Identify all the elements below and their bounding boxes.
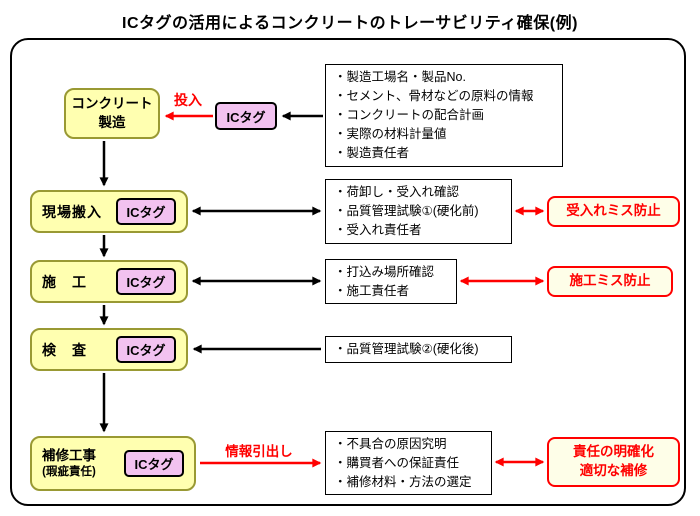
info-line: ・コンクリートの配合計画: [334, 108, 485, 122]
info-box-construction: ・打込み場所確認 ・施工責任者: [325, 259, 457, 304]
info-line: ・購買者への保証責任: [334, 455, 460, 470]
stage-label: 補修工事: [42, 447, 96, 463]
info-line: ・品質管理試験②(硬化後): [334, 342, 479, 356]
stage-label: 現場搬入: [42, 203, 102, 220]
info-line: ・製造工場名・製品No.: [334, 70, 466, 84]
info-line: ・施工責任者: [334, 283, 410, 298]
info-line: ・荷卸し・受入れ確認: [334, 185, 460, 199]
stage-inspection: 検 査 ICタグ: [30, 328, 188, 371]
info-line: ・打込み場所確認: [334, 264, 435, 279]
info-line: ・実際の材料計量値: [334, 127, 447, 141]
stage-site-delivery: 現場搬入 ICタグ: [30, 190, 188, 233]
diagram-title: ICタグの活用によるコンクリートのトレーサビリティ確保(例): [122, 15, 578, 32]
ic-tag-chip: ICタグ: [116, 198, 176, 225]
stage-label: コンクリート: [71, 96, 153, 112]
info-box-repair: ・不具合の原因究明 ・購買者への保証責任 ・補修材料・方法の選定: [325, 431, 492, 495]
info-box-manufacturing: ・製造工場名・製品No. ・セメント、骨材などの原料の情報 ・コンクリートの配合…: [325, 64, 563, 167]
ic-tag-label: ICタグ: [126, 205, 166, 220]
info-box-delivery: ・荷卸し・受入れ確認 ・品質管理試験①(硬化前) ・受入れ責任者: [325, 179, 512, 244]
info-line: ・補修材料・方法の選定: [334, 474, 472, 489]
ic-tag-label: ICタグ: [126, 343, 166, 358]
info-line: ・品質管理試験①(硬化前): [334, 204, 479, 218]
ic-tag-chip: ICタグ: [124, 450, 184, 477]
ic-tag-label: ICタグ: [126, 275, 166, 290]
result-label: 受入れミス防止: [566, 203, 661, 219]
arrow-label-retrieve: 情報引出し: [225, 444, 293, 459]
stage-label: 製造: [98, 114, 126, 130]
info-box-inspection: ・品質管理試験②(硬化後): [325, 336, 512, 363]
result-label: 施工ミス防止: [569, 273, 651, 289]
diagram-outer-frame: [10, 38, 686, 506]
stage-label-group: 補修工事 (瑕疵責任): [42, 447, 96, 480]
ic-tag-chip: ICタグ: [116, 336, 176, 363]
info-line: ・不具合の原因究明: [334, 436, 447, 451]
result-construction-mistake-prevention: 施工ミス防止: [547, 266, 673, 297]
ic-tag-chip: ICタグ: [116, 268, 176, 295]
stage-repair-work: 補修工事 (瑕疵責任) ICタグ: [30, 436, 196, 491]
result-label: 適切な補修: [579, 463, 648, 478]
result-responsibility-clarification: 責任の明確化 適切な補修: [547, 437, 680, 487]
stage-label: 施 工: [42, 273, 87, 290]
info-line: ・セメント、骨材などの原料の情報: [334, 89, 534, 103]
stage-construction: 施 工 ICタグ: [30, 260, 188, 303]
result-label: 責任の明確化: [573, 444, 654, 460]
result-receiving-mistake-prevention: 受入れミス防止: [547, 196, 680, 227]
stage-concrete-manufacturing: コンクリート 製造: [64, 88, 160, 139]
ic-tag-label: ICタグ: [226, 109, 266, 125]
info-line: ・受入れ責任者: [334, 223, 422, 237]
ic-tag-chip: ICタグ: [215, 102, 277, 130]
ic-tag-label: ICタグ: [134, 457, 174, 472]
arrow-label-input: 投入: [174, 92, 202, 108]
info-line: ・製造責任者: [334, 146, 410, 160]
stage-label: (瑕疵責任): [42, 466, 96, 479]
stage-label: 検 査: [42, 341, 87, 358]
